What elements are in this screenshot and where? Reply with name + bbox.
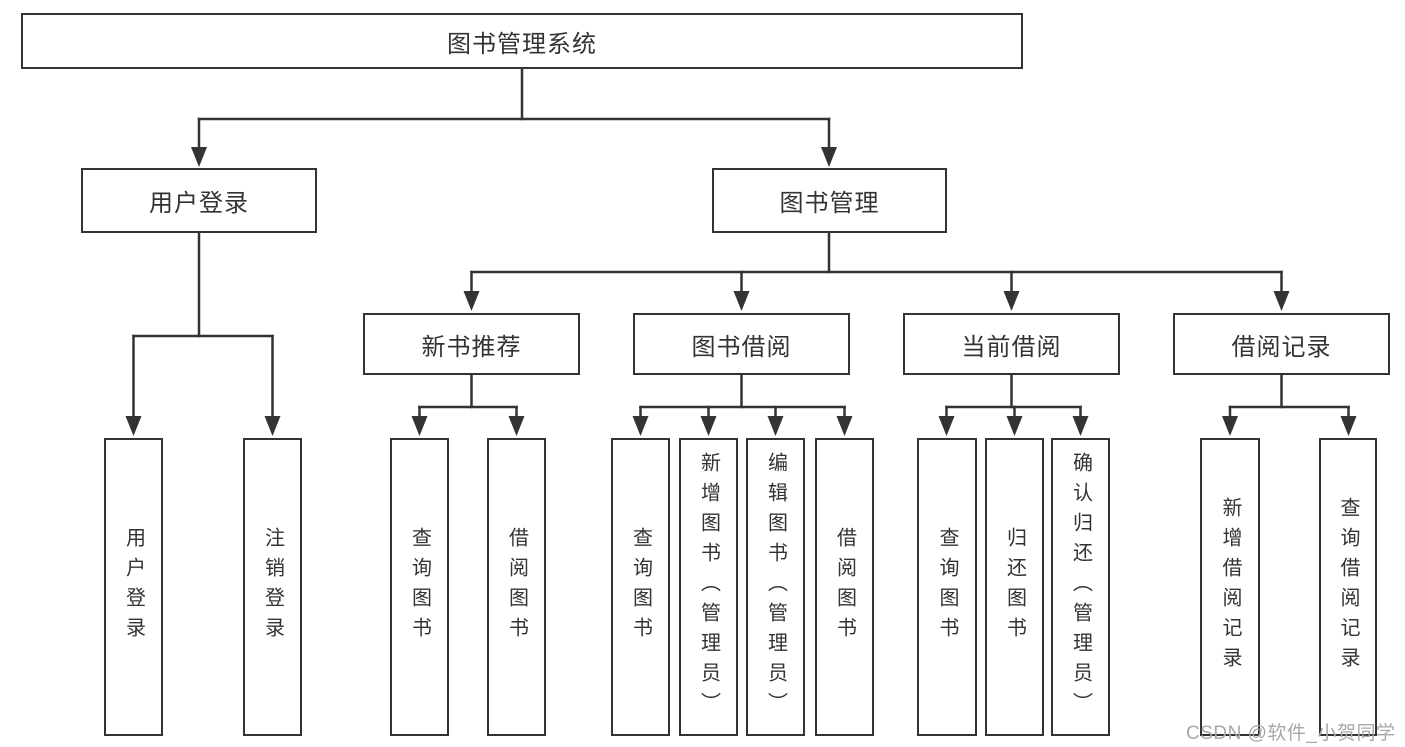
leaf-query-books-3: 查询图书 xyxy=(917,438,977,736)
connector-book-management-to-level3 xyxy=(463,231,1290,311)
leaf-user-login-label: 用户登录 xyxy=(122,527,145,647)
leaf-borrow-books-2: 借阅图书 xyxy=(815,438,874,736)
connector-user-login-to-leaves xyxy=(125,231,281,436)
leaf-query-borrow-record: 查询借阅记录 xyxy=(1319,438,1377,736)
node-current-borrowing: 当前借阅 xyxy=(903,313,1120,375)
node-book-management: 图书管理 xyxy=(712,168,947,233)
connector-root-to-level2 xyxy=(191,67,837,167)
leaf-confirm-return-admin-label: 确认归还（管理员） xyxy=(1069,452,1092,722)
leaf-confirm-return-admin: 确认归还（管理员） xyxy=(1051,438,1110,736)
leaf-query-books-2-label: 查询图书 xyxy=(629,527,652,647)
node-new-book-recommend: 新书推荐 xyxy=(363,313,580,375)
leaf-add-borrow-record-label: 新增借阅记录 xyxy=(1219,497,1241,677)
connector-current-to-leaves xyxy=(938,373,1089,436)
leaf-borrow-books-1: 借阅图书 xyxy=(487,438,546,736)
leaf-user-login: 用户登录 xyxy=(104,438,163,736)
node-borrow-records: 借阅记录 xyxy=(1173,313,1390,375)
node-user-login: 用户登录 xyxy=(81,168,317,233)
leaf-query-books-3-label: 查询图书 xyxy=(936,527,958,647)
leaf-edit-books-admin: 编辑图书（管理员） xyxy=(746,438,805,736)
connector-records-to-leaves xyxy=(1222,373,1357,436)
leaf-return-books-label: 归还图书 xyxy=(1003,527,1026,647)
leaf-edit-books-admin-label: 编辑图书（管理员） xyxy=(764,452,787,722)
leaf-logout-label: 注销登录 xyxy=(261,527,284,647)
connector-new-book-to-leaves xyxy=(411,373,525,436)
connector-borrowing-to-leaves xyxy=(632,373,853,436)
csdn-watermark: CSDN @软件_小贺同学 xyxy=(1186,723,1396,744)
leaf-query-books-1-label: 查询图书 xyxy=(408,527,431,647)
leaf-query-books-1: 查询图书 xyxy=(390,438,449,736)
leaf-add-borrow-record: 新增借阅记录 xyxy=(1200,438,1260,736)
leaf-add-books-admin: 新增图书（管理员） xyxy=(679,438,738,736)
node-root-system: 图书管理系统 xyxy=(21,13,1023,69)
leaf-query-borrow-record-label: 查询借阅记录 xyxy=(1337,497,1359,677)
leaf-query-books-2: 查询图书 xyxy=(611,438,670,736)
leaf-return-books: 归还图书 xyxy=(985,438,1044,736)
leaf-borrow-books-1-label: 借阅图书 xyxy=(505,527,528,647)
node-book-borrowing: 图书借阅 xyxy=(633,313,850,375)
leaf-borrow-books-2-label: 借阅图书 xyxy=(833,527,856,647)
leaf-logout: 注销登录 xyxy=(243,438,302,736)
leaf-add-books-admin-label: 新增图书（管理员） xyxy=(697,452,720,722)
